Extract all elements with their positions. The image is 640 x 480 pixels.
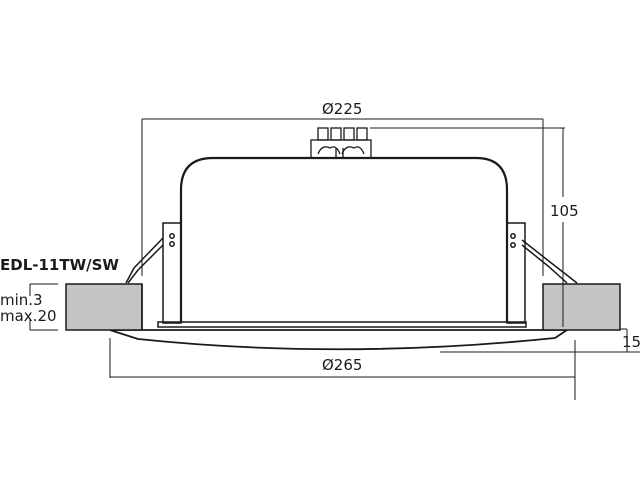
- dim-thickness-lines: [29, 283, 58, 331]
- base-plate: [157, 321, 527, 328]
- right-clamp-bracket: [506, 222, 578, 324]
- dim-thickness-min: min.3: [0, 291, 43, 309]
- speaker-housing: [179, 156, 509, 322]
- dim-top-diameter: Ø225: [322, 100, 363, 118]
- dim-bottom-diameter: Ø265: [322, 356, 363, 374]
- grille-flange: [109, 329, 570, 351]
- dim-265-lines: [109, 338, 640, 400]
- ceiling-left: [65, 283, 143, 331]
- dim-thickness-max: max.20: [0, 307, 57, 325]
- terminal-block: [310, 127, 372, 159]
- dim-height: 105: [550, 202, 579, 220]
- left-clamp-bracket: [125, 222, 182, 324]
- dim-225-lines: [141, 118, 544, 276]
- ceiling-right: [542, 283, 621, 331]
- dim-flange: 15: [622, 333, 640, 351]
- model-label: EDL-11TW/SW: [0, 256, 119, 274]
